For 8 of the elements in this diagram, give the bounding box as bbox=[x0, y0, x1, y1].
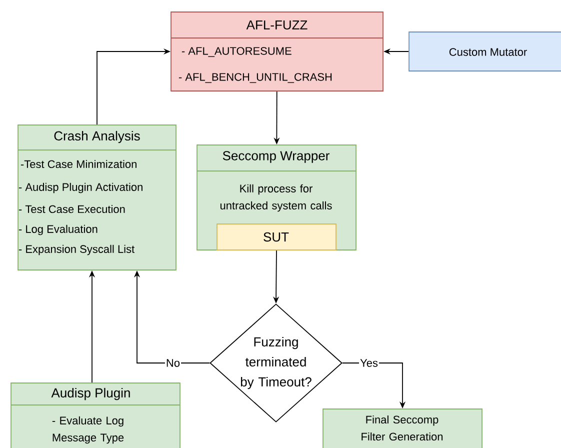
process-box: Audisp Plugin - Evaluate Log Message Type bbox=[10, 382, 180, 448]
edge-label: No bbox=[164, 358, 182, 368]
process-box: Crash Analysis -Test Case Minimization - Audisp Plugin Activation - Test Case Execution - Log Evaluation - Expansion Syscall List bbox=[18, 124, 176, 270]
process-box: Final Seccomp Filter Generation bbox=[322, 408, 482, 448]
process-box: SUT bbox=[216, 224, 336, 250]
edge-label: Yes bbox=[359, 358, 379, 368]
process-box: Custom Mutator bbox=[408, 32, 561, 72]
process-box: AFL-FUZZ - AFL_AUTORESUME - AFL_BENCH_UNTIL_CRASH bbox=[170, 12, 384, 92]
